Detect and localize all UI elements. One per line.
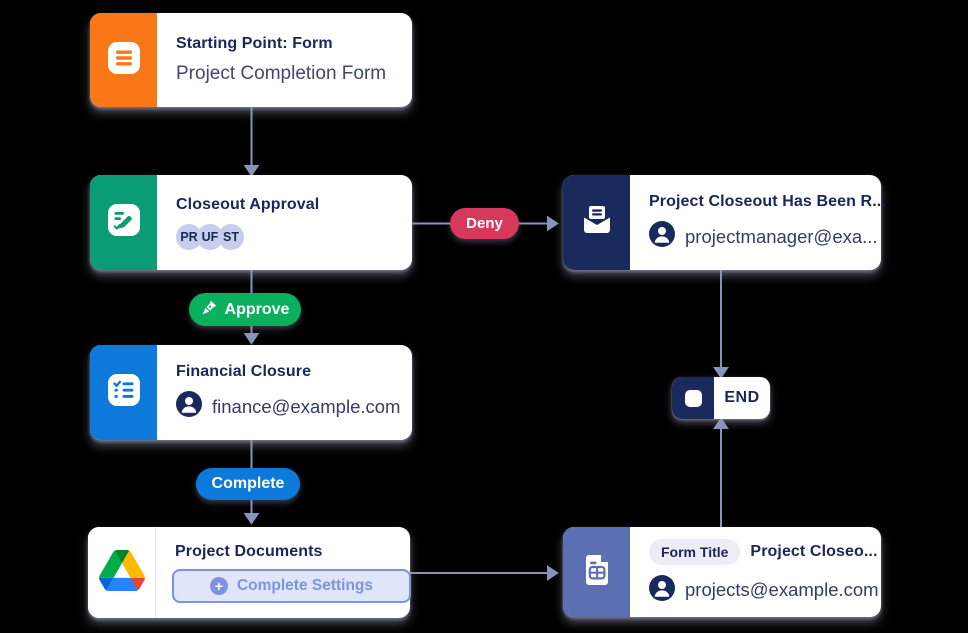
avatar[interactable]: ST: [218, 223, 244, 250]
node-closeout-approval[interactable]: Closeout Approval PR UF ST: [90, 175, 412, 270]
google-drive-icon: [98, 549, 145, 596]
arrowhead-down-icon: [713, 367, 729, 379]
branch-label: Approve: [224, 300, 290, 318]
checklist-icon: [105, 371, 143, 414]
approval-pen-icon: [105, 201, 143, 244]
node-title: Project Closeo...: [750, 542, 878, 560]
approver-avatars: PR UF ST: [176, 223, 404, 250]
node-project-documents[interactable]: Project Documents + Complete Settings: [88, 527, 411, 618]
node-denial-email[interactable]: Project Closeout Has Been R... projectma…: [563, 175, 886, 270]
avatar-icon: [649, 574, 675, 606]
branch-label: Deny: [466, 215, 503, 232]
branch-approve-badge[interactable]: Approve: [189, 293, 301, 326]
node-title: Starting Point: Form: [176, 35, 333, 52]
node-title: Closeout Approval: [176, 195, 320, 213]
assignee-email: projects@example.com: [685, 579, 879, 600]
node-color-panel: [88, 527, 156, 618]
node-color-panel: [90, 13, 157, 107]
form-name: Project Completion Form: [176, 63, 387, 84]
plus-icon: +: [209, 576, 228, 595]
end-label: END: [724, 389, 760, 406]
arrowhead-right-icon: [547, 215, 559, 232]
node-title: Project Documents: [175, 542, 323, 560]
email-icon: [577, 200, 617, 245]
arrowhead-down-icon: [243, 165, 260, 177]
node-financial-closure[interactable]: Financial Closure finance@example.com: [90, 345, 412, 440]
branch-complete-badge[interactable]: Complete: [196, 468, 300, 500]
node-closeout-form[interactable]: Form Title Project Closeo... projects@ex…: [563, 527, 881, 617]
settings-button-label: Complete Settings: [236, 576, 374, 594]
assignee-email: finance@example.com: [212, 395, 401, 417]
form-document-icon: [577, 550, 617, 595]
branch-label: Complete: [211, 475, 285, 492]
arrowhead-down-icon: [243, 333, 260, 345]
node-color-panel: [563, 527, 630, 617]
complete-settings-button[interactable]: + Complete Settings: [172, 568, 411, 603]
form-title-badge: Form Title: [649, 538, 741, 565]
node-color-panel: [90, 345, 157, 440]
avatar-icon: [176, 391, 202, 422]
node-title: Financial Closure: [176, 363, 312, 380]
arrowhead-right-icon: [547, 565, 559, 581]
branch-deny-badge[interactable]: Deny: [450, 208, 519, 239]
form-lines-icon: [105, 39, 143, 82]
node-color-panel: [90, 175, 157, 270]
node-color-panel: [563, 175, 630, 270]
arrowhead-down-icon: [243, 513, 260, 525]
node-starting-point-form[interactable]: Starting Point: Form Project Completion …: [90, 13, 412, 107]
recipient-email: projectmanager@exa...: [685, 225, 878, 247]
end-stop-icon: [672, 377, 714, 419]
pen-nib-icon: [201, 299, 218, 321]
node-title: Project Closeout Has Been R...: [649, 193, 886, 210]
arrowhead-up-icon: [713, 417, 729, 429]
avatar-icon: [649, 221, 675, 252]
node-end[interactable]: END: [672, 377, 770, 419]
